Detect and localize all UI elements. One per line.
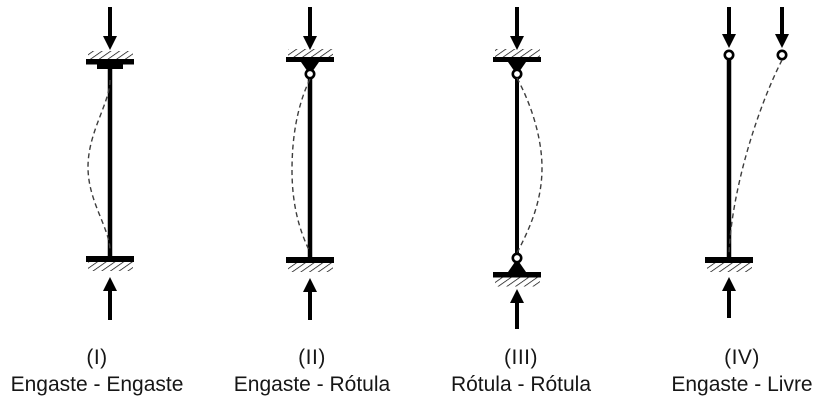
reaction-up-arrow-icon <box>303 278 317 320</box>
case-name: Rótula - Rótula <box>450 373 592 396</box>
case-II-label: (II) Engaste - Rótula <box>202 344 422 398</box>
case-II-diagram <box>286 7 334 320</box>
reaction-up-arrow-icon <box>722 277 736 318</box>
free-end-pin-deflected-icon <box>776 49 788 61</box>
case-name: Engaste - Livre <box>671 373 813 396</box>
pinned-support-bottom-icon <box>493 252 541 287</box>
buckled-shape-curve <box>87 79 111 252</box>
case-name: Engaste - Engaste <box>10 373 184 396</box>
pinned-support-top-icon <box>286 49 334 80</box>
case-I-label: (I) Engaste - Engaste <box>0 344 207 398</box>
case-IV-label: (IV) Engaste - Livre <box>632 344 829 398</box>
buckling-cases-diagram <box>86 7 789 329</box>
case-IV-diagram <box>705 7 789 318</box>
case-name: Engaste - Rótula <box>233 373 391 396</box>
buckled-shape-curve <box>291 78 311 253</box>
case-III-diagram <box>493 7 543 329</box>
buckled-shape-curve <box>728 59 783 254</box>
buckled-shape-curve <box>516 77 543 254</box>
case-numeral: (III) <box>504 346 538 369</box>
fixed-support-bottom-icon <box>286 257 334 272</box>
pinned-support-top-icon <box>493 49 541 80</box>
axial-load-down-arrow-icon <box>510 7 524 50</box>
axial-load-down-arrow-deflected-icon <box>775 7 789 48</box>
fixed-support-bottom-icon <box>705 257 753 272</box>
axial-load-down-arrow-icon <box>722 7 736 48</box>
axial-load-down-arrow-icon <box>103 7 117 50</box>
reaction-up-arrow-icon <box>103 277 117 320</box>
case-III-label: (III) Rótula - Rótula <box>411 344 631 398</box>
axial-load-down-arrow-icon <box>303 7 317 50</box>
reaction-up-arrow-icon <box>510 289 524 329</box>
case-I-diagram <box>86 7 134 320</box>
case-numeral: (I) <box>86 346 108 369</box>
case-numeral: (II) <box>298 346 326 369</box>
fixed-support-bottom-icon <box>86 256 134 271</box>
free-end-pin-icon <box>723 49 735 61</box>
case-numeral: (IV) <box>724 346 760 369</box>
